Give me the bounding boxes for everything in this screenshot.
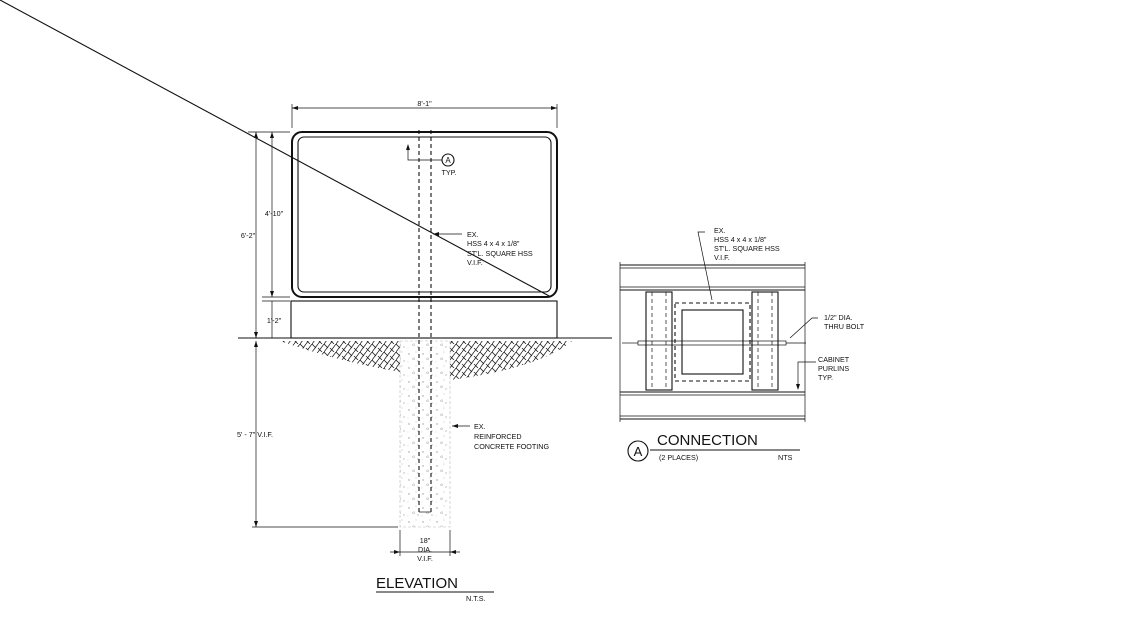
conn-purlin-line3: TYP. [818, 373, 833, 382]
hss-square-outer [674, 302, 751, 382]
elevation-view: 8'-1" 6'-2" 4'-10" 1'-2" 5' - 7" V.I.F. … [0, 0, 612, 603]
elevation-title: ELEVATION [376, 575, 458, 592]
connection-marker-circle [627, 440, 649, 462]
callout-typ: TYP. [441, 168, 456, 177]
thru-bolt [637, 340, 787, 346]
hss-square-inner [681, 309, 744, 375]
conn-bolt-line1: 1/2" DIA. [824, 313, 853, 322]
concrete-footing [399, 340, 451, 528]
cabinet-outer [291, 131, 558, 298]
conn-hss-line1: EX. [714, 226, 726, 235]
dim-dia-line1: 18" [420, 536, 431, 545]
elevation-scale: N.T.S. [466, 594, 486, 603]
conn-purlin-leader [797, 361, 816, 388]
callout-circle [441, 153, 455, 167]
hss-note-line1: EX. [467, 230, 479, 239]
connection-subtitle: (2 PLACES) [659, 453, 698, 462]
conn-hss-line3: ST'L. SQUARE HSS [714, 244, 780, 253]
callout-marker: A [445, 156, 451, 165]
dim-total-label: 6'-2" [241, 231, 256, 240]
conn-hss-line4: V.I.F. [714, 253, 730, 262]
connection-scale: NTS [778, 453, 793, 462]
conn-purlin-line2: PURLINS [818, 364, 849, 373]
footing-note-arrow [452, 424, 458, 428]
connection-view: EX. HSS 4 x 4 x 1/8" ST'L. SQUARE HSS V.… [619, 226, 865, 462]
connection-title: CONNECTION [657, 432, 758, 449]
dim-base-label: 1'-2" [267, 316, 282, 325]
earth-hatch [280, 341, 400, 372]
dim-width-label: 8'-1" [417, 99, 432, 108]
footing-note-line1: EX. [474, 422, 486, 431]
conn-purlin-arrow [796, 384, 800, 390]
conn-hss-leader [697, 231, 713, 301]
connection-marker: A [634, 444, 643, 459]
dim-cabinet-label: 4'-10" [265, 209, 284, 218]
cabinet-base [290, 300, 558, 339]
callout-leader [407, 148, 442, 161]
conn-purlin-line1: CABINET [818, 355, 850, 364]
dim-footing-label: 5' - 7" V.I.F. [237, 430, 273, 439]
dim-dia-line3: V.I.F. [417, 554, 433, 563]
cabinet-sill [0, 0, 552, 298]
earth-hatch-right [450, 341, 572, 380]
footing-note-line3: CONCRETE FOOTING [474, 442, 549, 451]
conn-bolt-line2: THRU BOLT [824, 322, 865, 331]
dim-dia-line2: DIA. [418, 545, 432, 554]
conn-bolt-leader [789, 317, 818, 339]
conn-hss-line2: HSS 4 x 4 x 1/8" [714, 235, 767, 244]
cabinet-inner [297, 136, 552, 293]
hss-note-line4: V.I.F. [467, 258, 483, 267]
callout-arrow [406, 144, 410, 150]
hss-note-line3: ST'L. SQUARE HSS [467, 249, 533, 258]
hss-note-line2: HSS 4 x 4 x 1/8" [467, 239, 520, 248]
hss-note-arrow [433, 232, 439, 236]
footing-note-line2: REINFORCED [474, 432, 522, 441]
